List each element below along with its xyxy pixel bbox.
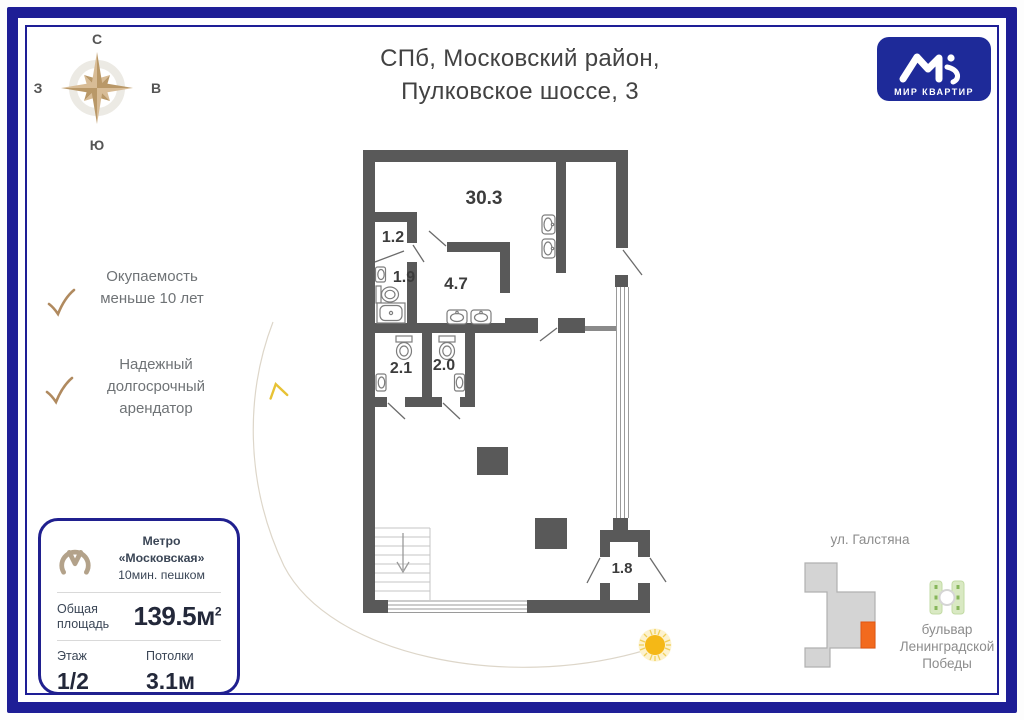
badge-payback-line1: Окупаемость [106,268,198,285]
sink-icon [541,238,556,259]
boulevard-line2: Ленинградской [899,639,995,654]
toilet-icon [375,285,400,304]
metro-logo-icon [59,549,91,575]
sink-icon [453,373,466,392]
badge-payback-line2: меньше 10 лет [100,290,204,307]
room-label-30-3: 30.3 [466,188,503,209]
page-title: СПб, Московский район, Пулковское шоссе,… [320,42,720,108]
stair-arrow-icon [396,533,410,574]
area-value: 139.5м2 [121,601,222,632]
room-label-2-0: 2.0 [433,357,455,374]
metro-row: Метро «Московская» 10мин. пешком [57,533,221,584]
window-right [616,287,629,518]
boulevard-line3: Победы [922,656,972,671]
sink-icon [374,266,387,283]
boulevard-line1: бульвар [921,622,973,637]
floor-ceiling-row: Этаж 1/2 Потолки 3.1м [57,649,221,695]
door-leaves [374,230,667,584]
badge-tenant-line1: Надежный [119,356,193,373]
toilet-icon [395,335,413,361]
low-partition [585,326,616,331]
boulevard-roundabout-icon [929,580,965,615]
sink-icon [470,309,492,325]
street-label-galstyana: ул. Галстяна [830,532,910,547]
checkmark-icon [47,288,76,317]
checkmark-icon [45,376,74,405]
area-number: 139.5м [133,601,216,631]
address-line-1: СПб, Московский район, [380,45,660,72]
compass-south-label: Ю [90,137,104,153]
ceiling-label: Потолки [146,649,194,663]
badge-tenant-line3: арендатор [119,400,193,417]
room-label-2-1: 2.1 [390,360,412,377]
badge-tenant-line2: долгосрочный [106,378,206,395]
total-area-row: Общая площадь 139.5м2 [57,601,222,632]
column [535,518,567,549]
walls [363,150,650,613]
page-frame-inner [25,25,999,695]
sink-icon [375,373,387,392]
brand-name: МИР КВАРТИР [894,87,974,97]
divider [57,640,221,641]
divider [57,592,221,593]
window-bottom [388,600,527,613]
room-label-1-8: 1.8 [612,560,633,577]
brand-logo: МИР КВАРТИР [877,37,991,101]
area-sup: 2 [214,604,222,619]
metro-walk-time: 10мин. пешком [118,568,205,582]
badge-payback: Окупаемость меньше 10 лет [72,266,232,310]
floor-plan: 30.3 1.2 1.9 4.7 2.1 2.0 1.8 [363,150,667,613]
unit-highlight [860,621,876,649]
floor-value: 1/2 [57,668,89,694]
room-label-4-7: 4.7 [444,274,468,293]
compass-west-label: З [34,80,43,96]
sink-icon [541,214,556,235]
shower-tray-icon [376,302,406,324]
address-line-2: Пулковское шоссе, 3 [401,78,639,105]
building-footprint-map [804,562,876,668]
compass-north-label: С [92,31,102,47]
toilet-icon [438,335,456,361]
floor-label: Этаж [57,649,87,663]
brand-logo-icon: МИР КВАРТИР [894,53,974,97]
compass-east-label: В [151,80,161,96]
area-label: Общая площадь [57,601,110,631]
boulevard-label: бульвар Ленинградской Победы [887,621,1007,672]
metro-name: Метро «Московская» [118,534,205,565]
badge-tenant: Надежный долгосрочный арендатор [76,354,236,420]
ceiling-value: 3.1м [146,668,195,694]
column [477,447,508,475]
room-label-1-2: 1.2 [382,229,404,246]
room-label-1-9: 1.9 [393,269,415,286]
compass-rose-icon: С Ю З В [34,31,161,153]
info-card: Метро «Московская» 10мин. пешком Общая п… [38,518,240,695]
sink-icon [446,309,468,325]
